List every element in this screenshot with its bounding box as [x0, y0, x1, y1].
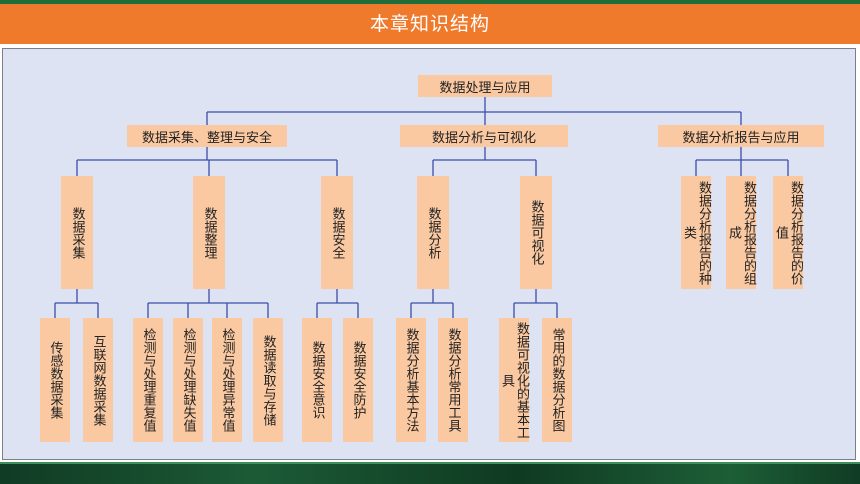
node-report-composition: 数据分析报告的组成	[726, 176, 756, 289]
footer-bar	[0, 462, 860, 484]
node-branch-analysis: 数据分析与可视化	[400, 125, 568, 147]
leaf-outlier-values: 检测与处理异常值	[212, 318, 242, 442]
node-data-analysis: 数据分析	[417, 176, 449, 289]
node-data-cleaning: 数据整理	[193, 176, 225, 289]
top-accent-bar	[0, 0, 860, 4]
leaf-analysis-methods: 数据分析基本方法	[396, 318, 426, 442]
leaf-read-store: 数据读取与存储	[253, 318, 283, 442]
leaf-analysis-charts: 常用的数据分析图	[542, 318, 572, 442]
leaf-missing-values: 检测与处理缺失值	[173, 318, 203, 442]
leaf-sensor-collection: 传感数据采集	[40, 318, 70, 442]
title-bar: 本章知识结构	[0, 4, 860, 44]
leaf-security-protection: 数据安全防护	[343, 318, 373, 442]
page-title: 本章知识结构	[369, 13, 490, 35]
node-data-collection: 数据采集	[61, 176, 93, 289]
leaf-internet-collection: 互联网数据采集	[83, 318, 113, 442]
node-data-security: 数据安全	[321, 176, 353, 289]
leaf-duplicate-values: 检测与处理重复值	[133, 318, 163, 442]
leaf-visualization-tools: 数据可视化的基本工具	[499, 318, 529, 442]
footer-accent-line	[0, 462, 860, 464]
node-root: 数据处理与应用	[418, 75, 552, 97]
node-branch-collection: 数据采集、整理与安全	[127, 125, 287, 147]
node-data-visualization: 数据可视化	[520, 176, 552, 289]
leaf-analysis-tools: 数据分析常用工具	[438, 318, 468, 442]
node-report-value: 数据分析报告的价值	[773, 176, 803, 289]
node-branch-report: 数据分析报告与应用	[658, 125, 824, 147]
leaf-security-awareness: 数据安全意识	[302, 318, 332, 442]
node-report-types: 数据分析报告的种类	[681, 176, 711, 289]
